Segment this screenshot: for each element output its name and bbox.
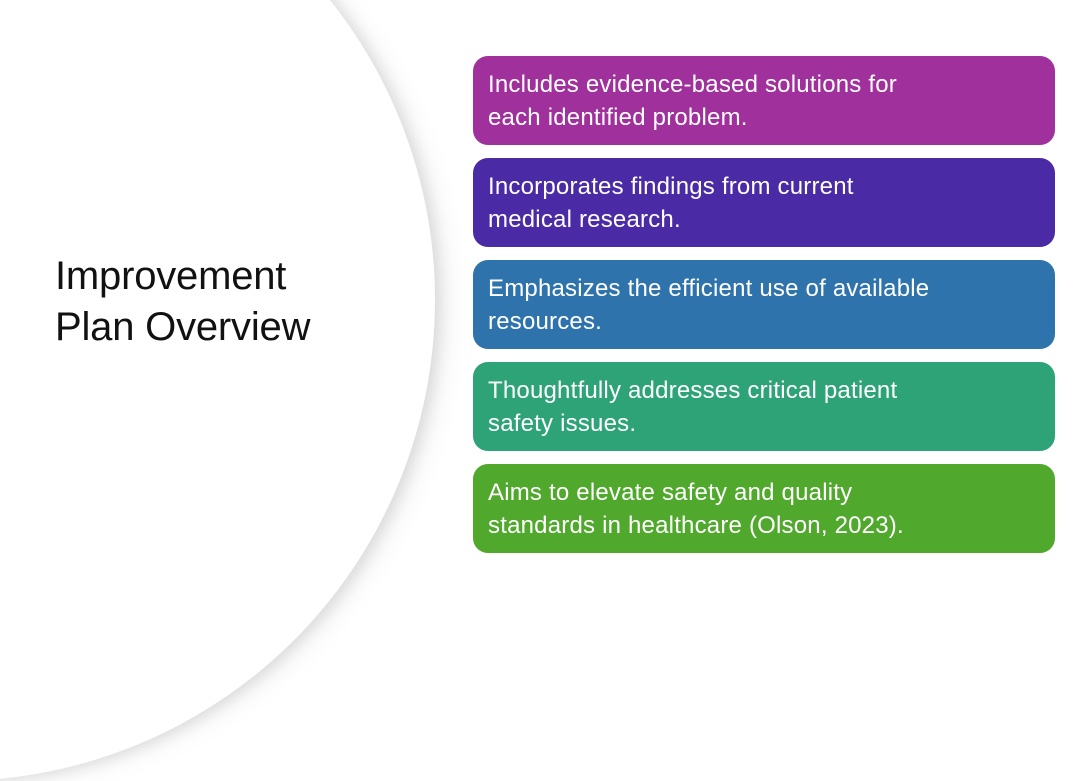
bullet-list: Includes evidence-based solutions for ea…	[473, 56, 1055, 553]
bullet-line: medical research.	[488, 205, 681, 233]
bullet-line: Aims to elevate safety and quality	[488, 478, 853, 506]
bullet-line: safety issues.	[488, 409, 637, 437]
background-curve-shape	[0, 0, 435, 781]
bullet-line: Includes evidence-based solutions for	[488, 70, 897, 98]
bullet-line: each identified problem.	[488, 103, 748, 131]
bullet-item-5: Aims to elevate safety and quality stand…	[473, 464, 1055, 553]
slide: Improvement Plan Overview Includes evide…	[55, 56, 1055, 553]
bullet-line: Emphasizes the efficient use of availabl…	[488, 274, 930, 302]
bullet-item-1: Includes evidence-based solutions for ea…	[473, 56, 1055, 145]
bullet-line: standards in healthcare (Olson, 2023).	[488, 511, 904, 539]
bullet-line: Incorporates findings from current	[488, 172, 854, 200]
bullet-item-3: Emphasizes the efficient use of availabl…	[473, 260, 1055, 349]
bullet-line: resources.	[488, 307, 603, 335]
bullet-item-4: Thoughtfully addresses critical patient …	[473, 362, 1055, 451]
bullet-line: Thoughtfully addresses critical patient	[488, 376, 898, 404]
bullet-item-2: Incorporates findings from current medic…	[473, 158, 1055, 247]
page-title: Improvement Plan Overview	[55, 254, 311, 349]
